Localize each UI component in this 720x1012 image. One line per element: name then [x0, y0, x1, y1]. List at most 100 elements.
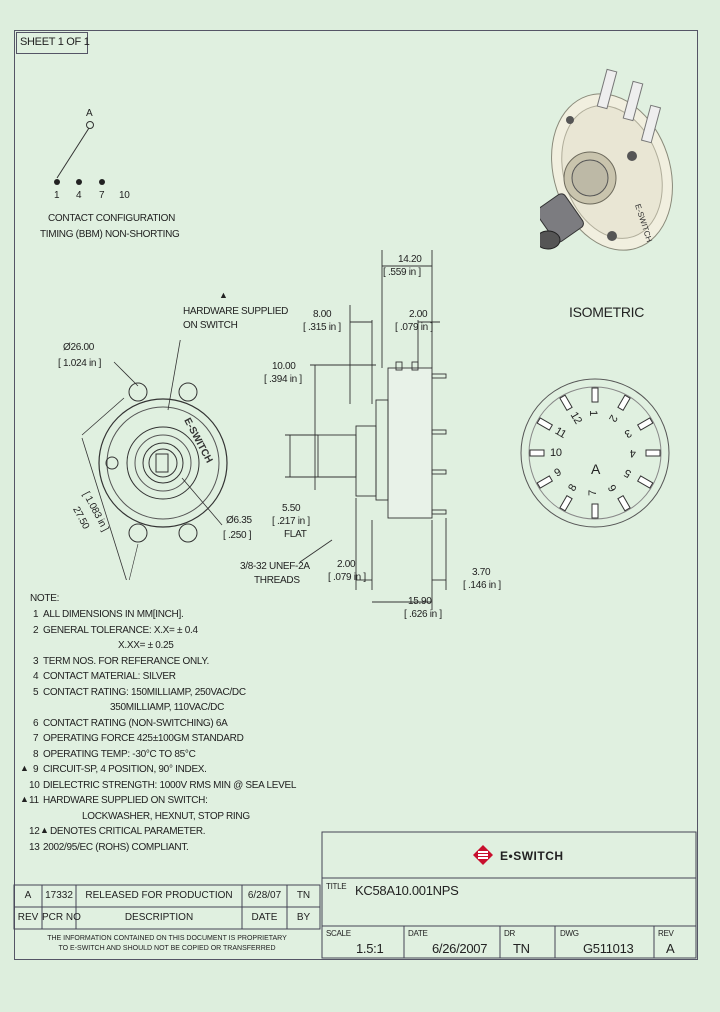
front-bushing-in: [ .250 ] [223, 530, 252, 541]
terminal-slot [559, 494, 573, 512]
front-diameter-mm: Ø26.00 [63, 342, 95, 353]
side-dim-c-in: [ .079 in ] [328, 572, 366, 583]
side-view [285, 250, 447, 610]
note-text: CONTACT RATING (NON-SWITCHING) 6A [43, 717, 228, 729]
note-number: 3 [33, 655, 39, 667]
rev-row-pcr: 17332 [45, 890, 73, 901]
note-text: GENERAL TOLERANCE: X.X= ± 0.4 [43, 624, 198, 636]
side-flat-label: FLAT [284, 529, 307, 540]
side-overall-mm: 14.20 [398, 254, 422, 265]
rev-header-date: DATE [251, 912, 278, 923]
logo-icon [473, 845, 493, 865]
note-text: CONTACT RATING: 150MILLIAMP, 250VAC/DC [43, 686, 246, 698]
note-number: 6 [33, 717, 39, 729]
terminal-slot [536, 417, 554, 431]
note-number: 2 [33, 624, 39, 636]
contact-config-caption-1: CONTACT CONFIGURATION [48, 213, 176, 224]
note-text: DIELECTRIC STRENGTH: 1000V RMS MIN @ SEA… [43, 779, 297, 791]
side-overall-in: [ .559 in ] [383, 267, 421, 278]
rev-label: REV [658, 929, 674, 938]
front-view: E-SWITCH [81, 340, 228, 580]
terminal-slot [529, 449, 545, 457]
side-shaft-mm: 10.00 [272, 361, 296, 372]
side-thread-1: 3/8-32 UNEF-2A [240, 561, 310, 572]
terminal-slot [617, 394, 631, 412]
contact-config-diagram [54, 121, 105, 185]
dwg-label: DWG [560, 929, 579, 938]
note-text: LOCKWASHER, HEXNUT, STOP RING [82, 810, 250, 822]
terminal-slot [591, 503, 599, 519]
terminal-slot [536, 475, 554, 489]
rev-header-by: BY [296, 912, 311, 923]
title-value: KC58A10.001NPS [355, 883, 459, 898]
contact-config-caption-2: TIMING (BBM) NON-SHORTING [40, 229, 180, 240]
disclaimer-line-1: THE INFORMATION CONTAINED ON THIS DOCUME… [47, 935, 287, 942]
note-number: 9 [33, 764, 39, 775]
side-depth-in: [ .626 in ] [404, 609, 442, 620]
note-text: OPERATING TEMP: -30°C TO 85°C [43, 748, 196, 760]
terminal-layout-view [520, 378, 670, 528]
position-label-10: 10 [119, 190, 130, 201]
rev-header-pcr: PCR NO [42, 912, 81, 923]
note-number: 13 [29, 841, 40, 853]
position-label-1: 1 [54, 190, 60, 201]
terminal-slot [617, 494, 631, 512]
date-value: 6/26/2007 [432, 941, 488, 956]
title-label: TITLE [326, 882, 347, 891]
note-number: 4 [33, 671, 39, 682]
terminal-slot [645, 449, 661, 457]
rev-row-rev: A [24, 890, 32, 901]
rev-value: A [666, 941, 675, 956]
position-label-4: 4 [76, 190, 82, 201]
sheet-label-box [16, 32, 88, 54]
note-number: 5 [33, 686, 39, 698]
terminal-slot [591, 387, 599, 403]
rev-row-date: 6/28/07 [247, 890, 282, 901]
notes-heading: NOTE: [30, 593, 60, 604]
rev-row-by: TN [296, 890, 311, 901]
hardware-note-1: HARDWARE SUPPLIED [183, 306, 289, 317]
note-text: CIRCUIT-SP, 4 POSITION, 90° INDEX. [43, 764, 207, 775]
pole-label: A [86, 108, 93, 119]
note-number: 11 [29, 795, 39, 806]
terminal-slot [636, 417, 654, 431]
disclaimer-line-2: TO E-SWITCH AND SHOULD NOT BE COPIED OR … [58, 945, 276, 952]
note-text: 350MILLIAMP, 110VAC/DC [110, 702, 225, 713]
side-shaft-in: [ .394 in ] [264, 374, 302, 385]
note-number: 7 [33, 733, 39, 744]
critical-marker: ▲ [40, 825, 49, 835]
dwg-value: G511013 [583, 941, 634, 956]
note-number: 12 [29, 826, 40, 837]
note-text: CONTACT MATERIAL: SILVER [43, 671, 176, 682]
terminal-slot [559, 394, 573, 412]
note-text: TERM NOS. FOR REFERANCE ONLY. [43, 655, 209, 667]
side-depth-mm: 15.90 [408, 596, 432, 607]
note-number: 10 [29, 779, 40, 791]
side-dim-a-mm: 8.00 [313, 309, 332, 320]
note-text: ALL DIMENSIONS IN MM[INCH]. [43, 609, 184, 620]
hardware-note-2: ON SWITCH [183, 320, 238, 331]
note-text: X.XX= ± 0.25 [118, 640, 174, 651]
date-label: DATE [408, 929, 428, 938]
terminal-common: A [591, 461, 601, 477]
note-text: HARDWARE SUPPLIED ON SWITCH: [43, 795, 208, 806]
critical-marker: ▲ [20, 763, 29, 773]
scale-value: 1.5:1 [356, 941, 384, 956]
note-number: 1 [33, 609, 39, 620]
terminal-slot [636, 475, 654, 489]
isometric-view: E-SWITCH [540, 68, 673, 251]
rev-header-desc: DESCRIPTION [124, 912, 194, 923]
side-dim-c-mm: 2.00 [337, 559, 356, 570]
isometric-label: ISOMETRIC [569, 304, 645, 320]
note-text: OPERATING FORCE 425±100GM STANDARD [43, 733, 244, 744]
terminal-number: 10 [550, 447, 562, 459]
side-dim-b-mm: 2.00 [409, 309, 428, 320]
sheet-label: SHEET 1 OF 1 [20, 36, 90, 48]
note-text: DENOTES CRITICAL PARAMETER. [50, 826, 206, 837]
side-term-mm: 3.70 [472, 567, 491, 578]
logo-text: E•SWITCH [500, 849, 564, 863]
side-thread-2: THREADS [254, 575, 300, 586]
note-number: 8 [33, 748, 39, 760]
rev-header-rev: REV [17, 912, 39, 923]
